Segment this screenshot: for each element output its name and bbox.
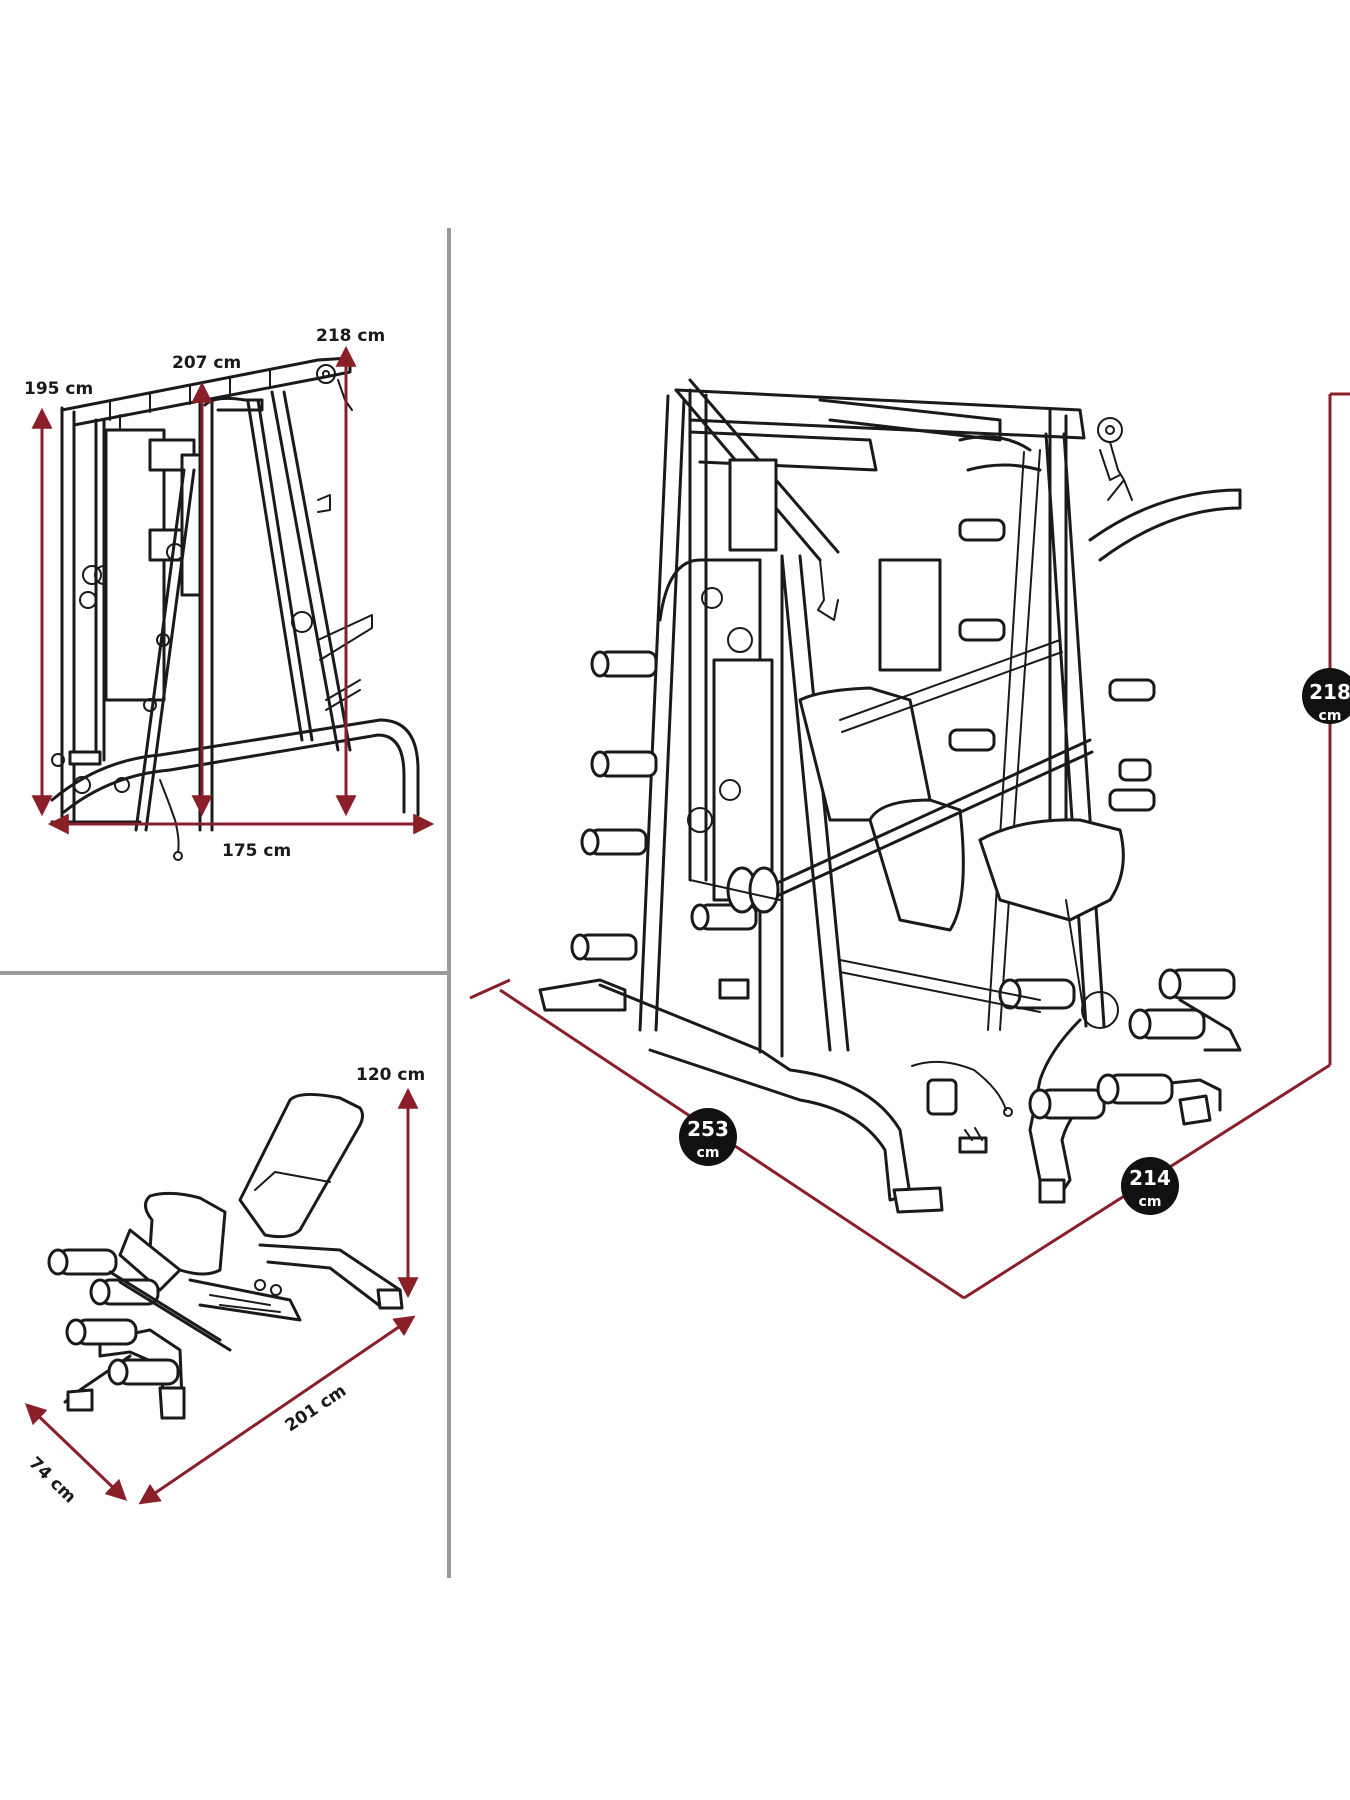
label-height-218: 218 cm bbox=[316, 326, 385, 346]
label-depth-175: 175 cm bbox=[222, 841, 291, 861]
badge-length-value: 253 bbox=[687, 1117, 729, 1141]
badge-height-value: 218 bbox=[1309, 680, 1350, 704]
smith-machine-drawing bbox=[538, 378, 1242, 1214]
badge-height-218: 218 cm bbox=[1302, 668, 1350, 724]
label-width-74: 74 cm bbox=[25, 1453, 80, 1507]
side-view-dimensions bbox=[31, 345, 435, 835]
bench-dimensions bbox=[24, 1087, 419, 1505]
label-height-195: 195 cm bbox=[24, 379, 93, 399]
label-height-120: 120 cm bbox=[356, 1065, 425, 1085]
label-height-207: 207 cm bbox=[172, 353, 241, 373]
badge-length-unit: cm bbox=[697, 1145, 720, 1161]
badge-height-unit: cm bbox=[1319, 708, 1342, 724]
badge-width-214: 214 cm bbox=[1121, 1157, 1179, 1215]
badge-width-value: 214 bbox=[1129, 1166, 1171, 1190]
label-length-201: 201 cm bbox=[282, 1381, 351, 1436]
badge-length-253: 253 cm bbox=[679, 1108, 737, 1166]
badge-width-unit: cm bbox=[1139, 1194, 1162, 1210]
bench-drawing bbox=[47, 1093, 404, 1420]
panel-dividers bbox=[0, 228, 451, 1578]
side-view-drawing bbox=[50, 356, 420, 861]
